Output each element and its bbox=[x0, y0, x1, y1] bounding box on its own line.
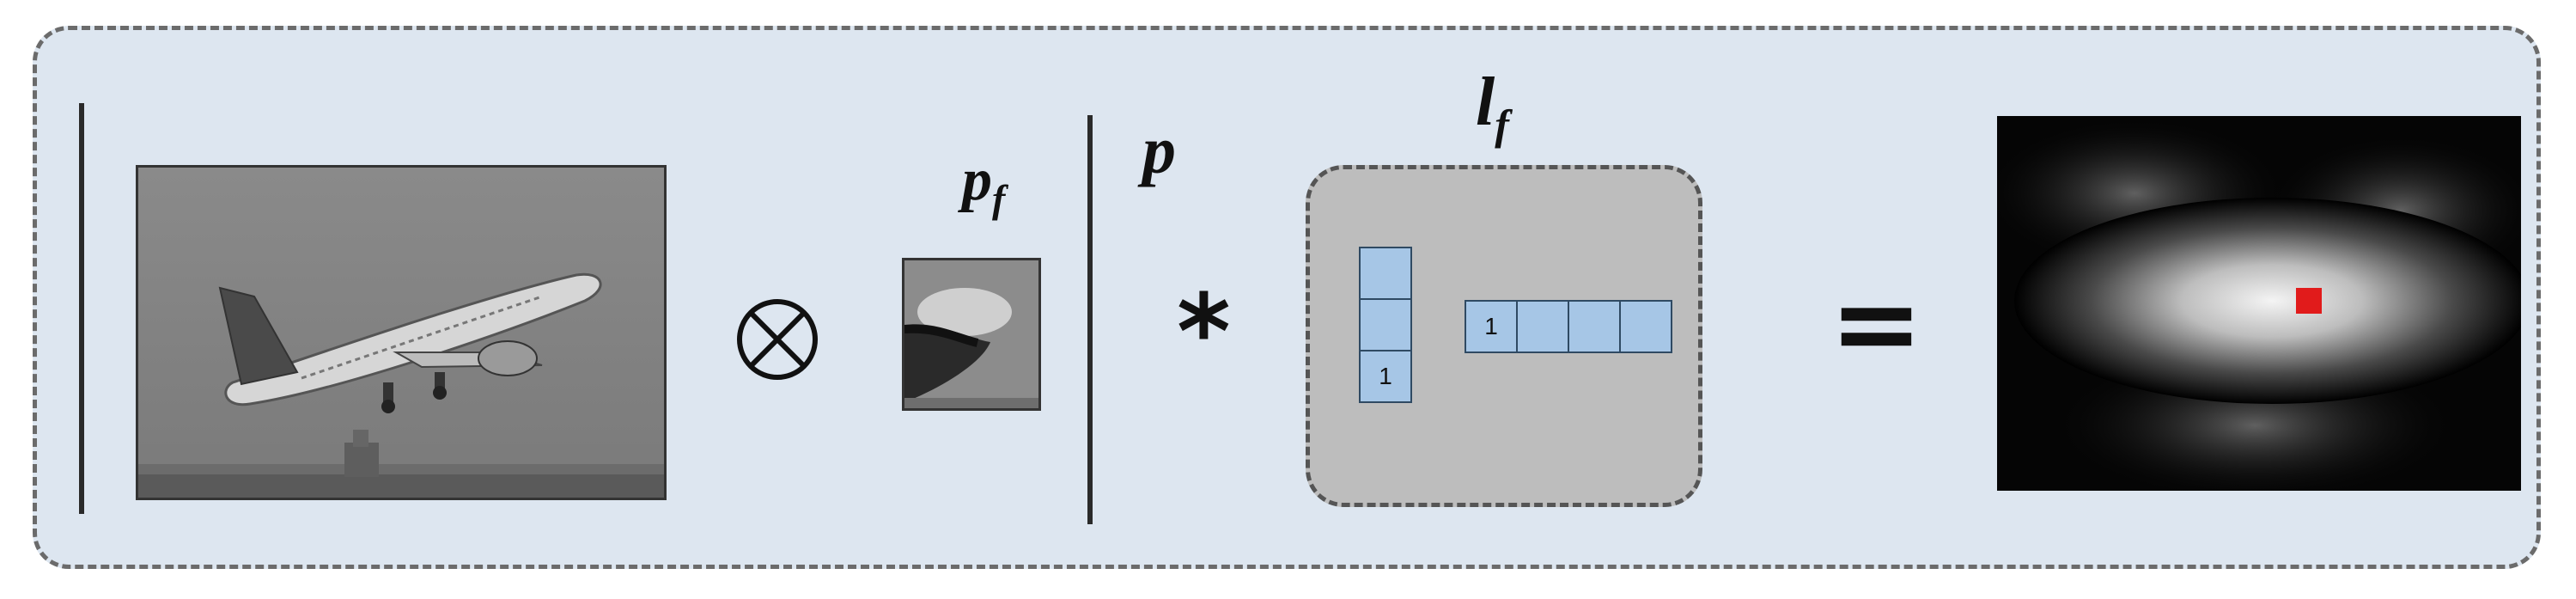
airplane-photo bbox=[138, 168, 664, 498]
correlation-operator-icon bbox=[737, 299, 818, 380]
filter-horizontal-cell bbox=[1516, 300, 1569, 353]
patch-label: pf bbox=[962, 146, 1005, 222]
filter-label: lf bbox=[1476, 64, 1509, 150]
patch-label-base: p bbox=[962, 147, 992, 213]
filter-horizontal-cell bbox=[1619, 300, 1672, 353]
filter-vertical-cell: 1 bbox=[1359, 350, 1412, 403]
filter-label-base: l bbox=[1476, 64, 1495, 140]
convolution-operator: * bbox=[1177, 273, 1231, 393]
filter-label-sub: f bbox=[1495, 101, 1509, 149]
filter-box: 1 1 bbox=[1306, 165, 1702, 507]
filter-horizontal-cell bbox=[1568, 300, 1621, 353]
left-bar bbox=[79, 103, 84, 514]
response-heatmap bbox=[1980, 116, 2538, 503]
equals-operator: = bbox=[1830, 258, 1923, 388]
patch-image bbox=[902, 258, 1041, 411]
response-map bbox=[1980, 116, 2538, 503]
p-label: p bbox=[1142, 113, 1176, 187]
patch-thumbnail bbox=[904, 260, 1038, 408]
filter-vertical-cell bbox=[1359, 298, 1412, 351]
filter-horizontal-cell: 1 bbox=[1465, 300, 1518, 353]
peak-marker bbox=[2296, 288, 2322, 314]
middle-bar bbox=[1087, 115, 1093, 524]
patch-label-sub: f bbox=[992, 177, 1006, 221]
airplane-image bbox=[136, 165, 667, 500]
filter-vertical-cell bbox=[1359, 247, 1412, 300]
